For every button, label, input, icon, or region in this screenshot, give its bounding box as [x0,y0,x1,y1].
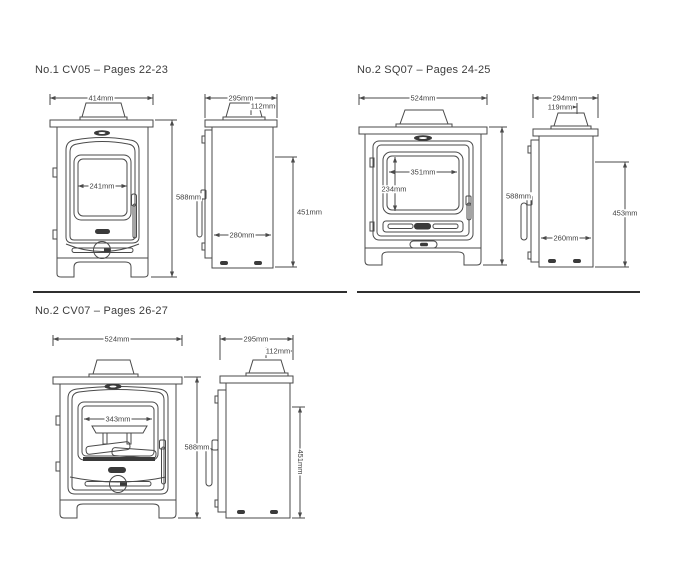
cv05-glass-width-label: 241mm [88,181,116,191]
sq07-side-base-label: 260mm [552,233,580,243]
section-heading-cv05: No.1 CV05 – Pages 22-23 [35,64,169,76]
cv05-hinge [52,167,58,178]
section-heading-cv07: No.2 CV07 – Pages 26-27 [35,305,169,317]
sq07-hinge [369,157,375,168]
cv07-side-dimension-lines [219,335,305,519]
cv07-side-view-drawing [205,335,305,519]
sq07-door-handle [465,195,472,206]
cv07-side-handle [211,439,219,451]
cv05-side-view-drawing [196,94,297,269]
cv07-side-flue-label: 112mm [264,346,292,356]
sq07-glass-width-label: 351mm [409,167,437,177]
cv05-side-depth-label: 295mm [227,93,255,103]
cv07-front-height-label: 588mm [183,442,211,452]
sq07-glass-height-label: 234mm [380,184,408,194]
cv05-front-view-drawing [49,94,177,278]
sq07-side-depth-label: 294mm [551,93,579,103]
cv05-damper-wheel [93,241,111,259]
sq07-front-width-label: 524mm [409,93,437,103]
sq07-side-dimension-lines [532,94,629,268]
sq07-side-flue-label: 119mm [546,102,574,112]
sq07-hinge [369,221,375,232]
cv05-side-flue-label: 112mm [249,101,277,111]
sq07-front-height-label: 588mm [505,191,533,201]
cv07-baffle-plate [91,425,148,434]
sq07-side-height-label: 453mm [611,208,639,218]
cv07-door-handle [159,439,166,450]
cv05-side-base-label: 280mm [228,230,256,240]
cv05-side-height-label: 451mm [296,207,324,217]
cv07-glass-width-label: 343mm [104,414,132,424]
cv07-hinge [55,415,61,426]
cv05-front-height-label: 588mm [175,192,203,202]
section-divider-left [33,291,347,293]
cv05-front-width-label: 414mm [87,93,115,103]
section-divider-right [357,291,640,293]
cv05-hinge [52,229,58,240]
sq07-front-dimension-lines [358,94,507,266]
cv07-log [85,441,131,455]
cv05-door-handle [131,193,137,207]
section-heading-sq07: No.2 SQ07 – Pages 24-25 [357,64,491,76]
cv07-side-height-label: 451mm [295,448,305,476]
cv07-front-view-drawing [52,335,201,519]
cv07-log [111,447,157,459]
cv07-hinge [55,461,61,472]
sq07-front-view-drawing [358,94,507,266]
cv07-front-width-label: 524mm [103,334,131,344]
cv07-side-depth-label: 295mm [242,334,270,344]
